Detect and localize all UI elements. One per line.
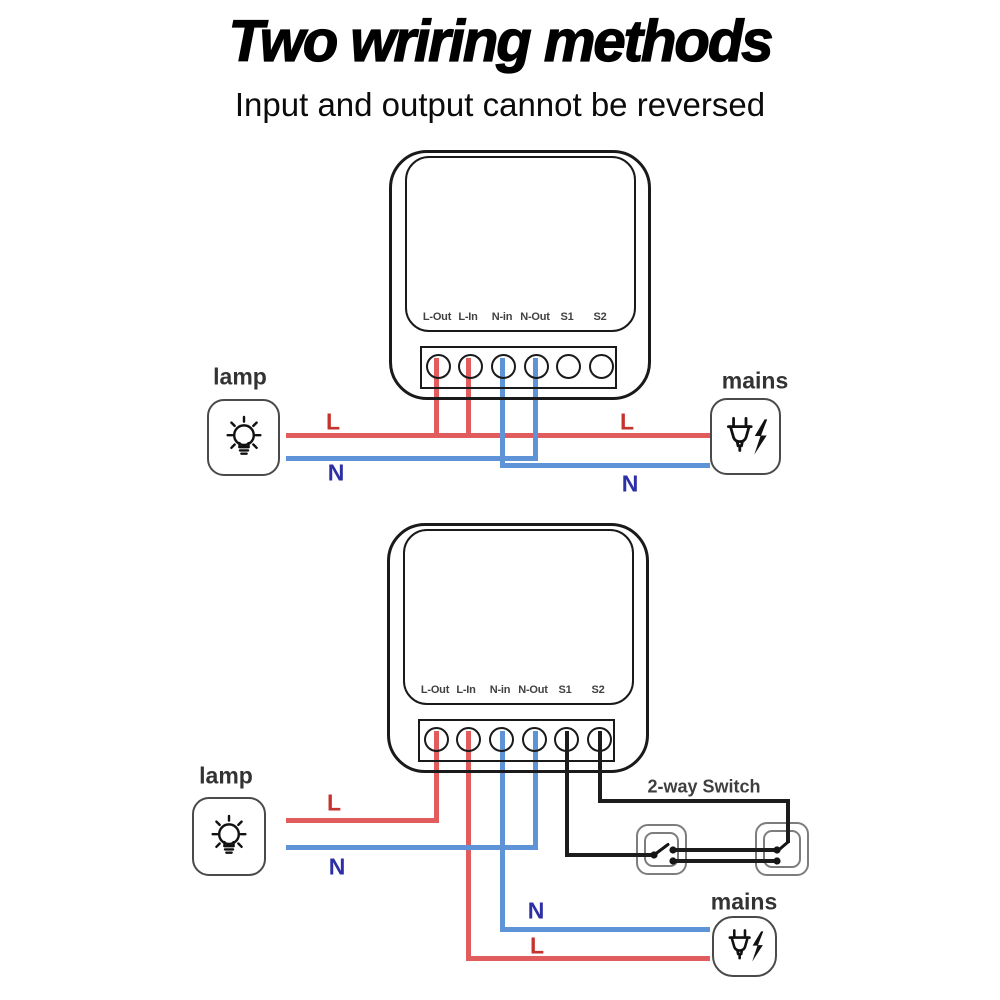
terminal-label-n-out: N-Out (518, 684, 548, 696)
module-panel (403, 529, 634, 705)
wire-bottom-lamp-neutral-horizontal (286, 845, 538, 850)
terminal-label-s2: S2 (591, 684, 605, 696)
traveler-wire-upper (673, 848, 777, 852)
module-body (387, 523, 649, 773)
wire-top-live-horizontal (286, 433, 710, 438)
terminal-hole-l-out (424, 727, 449, 752)
wire-bottom-s2-vertical (598, 731, 602, 803)
terminal-hole-l-in (458, 354, 483, 379)
lamp-label-top: lamp (213, 363, 267, 390)
terminal-label-n-in: N-in (491, 311, 513, 323)
mains-icon-bottom (712, 916, 777, 977)
terminal-hole-n-in (489, 727, 514, 752)
mains-label-top: mains (721, 367, 789, 394)
live-label-bottom-right: L (529, 932, 545, 959)
page-title: Two wriring methods (228, 8, 774, 74)
wire-bottom-lamp-live-horizontal (286, 818, 439, 823)
wire-bottom-mains-neutral-horizontal (500, 927, 710, 932)
wire-bottom-s2-drop-vertical (786, 799, 790, 843)
terminal-strip (418, 719, 615, 762)
power-plug-icon (720, 925, 770, 968)
terminal-hole-n-in (491, 354, 516, 379)
terminal-label-l-out: L-Out (420, 684, 450, 696)
wire-bottom-nout-vertical (533, 731, 538, 850)
wire-top-lamp-neutral-horizontal (286, 456, 538, 461)
module-body (389, 150, 651, 400)
power-plug-icon (717, 412, 775, 462)
wire-bottom-nin-vertical (500, 731, 505, 932)
terminal-label-l-in: L-In (458, 311, 478, 323)
terminal-hole-s1 (556, 354, 581, 379)
lamp-icon-bottom (192, 797, 266, 876)
live-label-top-right: L (619, 408, 635, 435)
module-panel (405, 156, 636, 332)
bulb-icon (216, 409, 272, 467)
terminal-hole-l-out (426, 354, 451, 379)
mains-label-bottom: mains (710, 888, 778, 915)
lightning-icon (751, 931, 763, 962)
terminal-label-s1: S1 (560, 311, 574, 323)
wire-top-mains-neutral-horizontal (500, 463, 710, 468)
wire-top-nout-vertical (533, 358, 538, 461)
neutral-label-top-right: N (621, 470, 639, 497)
terminal-label-l-in: L-In (456, 684, 476, 696)
wire-bottom-s2-horizontal (598, 799, 790, 803)
wire-bottom-s1-vertical (565, 731, 569, 857)
neutral-label-bottom-right: N (527, 897, 545, 924)
wire-bottom-lout-vertical (434, 731, 439, 823)
wire-bottom-mains-live-horizontal (466, 956, 710, 961)
wire-bottom-s1-horizontal (565, 853, 654, 857)
lightning-icon (753, 418, 767, 455)
bulb-icon (201, 808, 257, 866)
terminal-hole-s2 (589, 354, 614, 379)
terminal-label-s2: S2 (593, 311, 607, 323)
neutral-label-bottom-left: N (328, 853, 346, 880)
terminal-label-n-in: N-in (489, 684, 511, 696)
live-label-bottom-left: L (326, 789, 342, 816)
neutral-label-top-left: N (327, 459, 345, 486)
terminal-label-s1: S1 (558, 684, 572, 696)
terminal-label-n-out: N-Out (520, 311, 550, 323)
terminal-hole-n-out (524, 354, 549, 379)
wire-top-nin-vertical (500, 358, 505, 468)
terminal-strip (420, 346, 617, 389)
smart-switch-module-bottom: L-Out L-In N-in N-Out S1 S2 (387, 523, 649, 773)
terminal-hole-l-in (456, 727, 481, 752)
mains-icon-top (710, 398, 781, 475)
lamp-label-bottom: lamp (199, 762, 253, 789)
page-subtitle: Input and output cannot be reversed (234, 86, 766, 123)
lamp-icon-top (207, 399, 280, 476)
traveler-wire-lower (673, 859, 777, 863)
live-label-top-left: L (325, 408, 341, 435)
two-way-switch-label: 2-way Switch (647, 776, 761, 797)
terminal-label-l-out: L-Out (422, 311, 452, 323)
terminal-hole-n-out (522, 727, 547, 752)
smart-switch-module-top: L-Out L-In N-in N-Out S1 S2 (389, 150, 651, 400)
